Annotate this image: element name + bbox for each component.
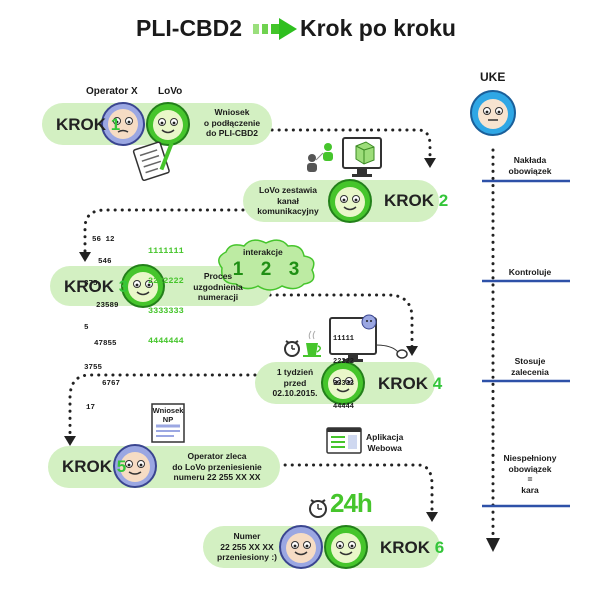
operator-x-label: Operator X (86, 86, 138, 97)
step-2-text: LoVo zestawia kanał komunikacyjny (257, 185, 319, 216)
title-right: Krok po kroku (300, 15, 456, 41)
step-word: KROK (62, 457, 113, 476)
scattered-number: 375 (84, 280, 98, 288)
step-2-number: 2 (438, 191, 449, 210)
document-np-icon (151, 403, 185, 443)
step-word: KROK (384, 191, 435, 210)
operator-x-avatar-icon (113, 444, 157, 488)
subscriber-avatar-icon (279, 525, 323, 569)
clipboard-pen-icon (132, 141, 174, 182)
mini-lovo-avatar-icon (361, 314, 377, 330)
step-connectors (68, 128, 495, 537)
green-numbers-block: 1111111 2222222 3333333 4444444 (148, 226, 184, 356)
monitor-number-row: 33333 (333, 380, 355, 388)
connector-arrowheads (64, 158, 500, 552)
scattered-number: 56 12 (92, 236, 115, 244)
step-word: KROK (56, 115, 107, 134)
alarm-clock-icon (309, 499, 327, 518)
monitor-icon (342, 137, 382, 177)
scattered-number: 6767 (102, 380, 121, 388)
interaction-3: 3 (288, 259, 300, 280)
step-6-label: KROK 6 (380, 538, 444, 558)
lovo-avatar-icon (121, 264, 165, 308)
alarm-clock-icon (284, 340, 300, 357)
interactions-label: interakcje (243, 247, 283, 257)
scattered-number: 3755 (84, 364, 103, 372)
step-5-number: 5 (116, 457, 127, 476)
step-2-label: KROK 2 (384, 191, 448, 211)
uke-item-2: Kontroluje (508, 267, 552, 277)
green-number-row: 1111111 (148, 246, 184, 256)
step-4-number: 4 (432, 374, 443, 393)
uke-item-4: Niespełniony obowiązek = kara (503, 453, 557, 495)
step-3-label: KROK 3 (64, 277, 128, 297)
scattered-numbers: 56 12 546 375 23589 5 47855 3755 6767 17 (84, 220, 144, 420)
badge-24h: 24h (330, 488, 373, 518)
step-word: KROK (380, 538, 431, 557)
scattered-number: 47855 (94, 340, 117, 348)
uke-avatar-icon (470, 90, 516, 136)
operator-x-avatar-icon (101, 102, 145, 146)
uke-timeline-markers (482, 179, 570, 508)
monitor-number-row: 11111 (333, 335, 355, 343)
coffee-cup-icon (303, 330, 321, 357)
connector-4-5 (68, 373, 257, 442)
step-5-pill (48, 446, 280, 488)
green-number-row: 4444444 (148, 336, 184, 346)
uke-label: UKE (480, 70, 506, 84)
step-1-number: 1 (110, 115, 121, 134)
scattered-number: 23589 (96, 302, 119, 310)
step-6-text: Numer 22 255 XX XX przeniesiony :) (217, 531, 277, 562)
web-app-window-icon (326, 427, 362, 454)
uke-item-3: Stosuje zalecenia (511, 356, 549, 377)
document-label: Wniosek NP (152, 406, 184, 424)
interaction-1: 1 (232, 259, 244, 280)
step-3-text: Proces uzgodnienia numeracji (193, 271, 243, 302)
scattered-number: 17 (86, 404, 96, 412)
lovo-avatar-icon (324, 525, 368, 569)
step-4-text: 1 tydzień przed 02.10.2015. (272, 367, 318, 398)
uke-timeline-arrowhead (486, 538, 500, 552)
mouse-icon (375, 344, 408, 359)
green-number-row: 2222222 (148, 276, 184, 286)
step-word: KROK (64, 277, 115, 296)
step-1-label: KROK 1 (56, 115, 120, 135)
monitor-number-row: 44444 (333, 402, 355, 411)
step-5-label: KROK 5 (62, 457, 126, 477)
step-5-text: Operator zleca do LoVo przeniesienie num… (172, 451, 262, 482)
step-word: KROK (378, 374, 429, 393)
step-1-text: Wniosek o podłączenie do PLI-CBD2 (203, 107, 261, 138)
header-arrow-icon (253, 18, 297, 40)
lovo-label: LoVo (158, 86, 183, 97)
lovo-avatar-icon (321, 361, 365, 405)
users-network-icon (307, 143, 333, 172)
step-4-label: KROK 4 (378, 374, 442, 394)
connector-3-4 (268, 293, 414, 352)
lovo-avatar-icon (328, 179, 372, 223)
green-number-row: 3333333 (148, 306, 184, 316)
monitor-number-row: 22222 (333, 357, 355, 366)
step-6-number: 6 (434, 538, 445, 557)
step-3-number: 3 (118, 277, 129, 296)
connector-1-2 (270, 128, 432, 162)
monitor-numbers-block: 11111 22222 33333 44444 (333, 321, 354, 419)
scattered-number: 546 (98, 258, 112, 266)
scattered-number: 5 (84, 324, 94, 332)
lovo-avatar-icon (146, 102, 190, 146)
title-left: PLI-CBD2 (136, 15, 243, 41)
interactions-cloud (218, 239, 315, 291)
interaction-2: 2 (260, 259, 272, 280)
uke-item-1: Nakłada obowiązek (508, 155, 552, 176)
web-app-label: Aplikacja Webowa (366, 432, 404, 453)
